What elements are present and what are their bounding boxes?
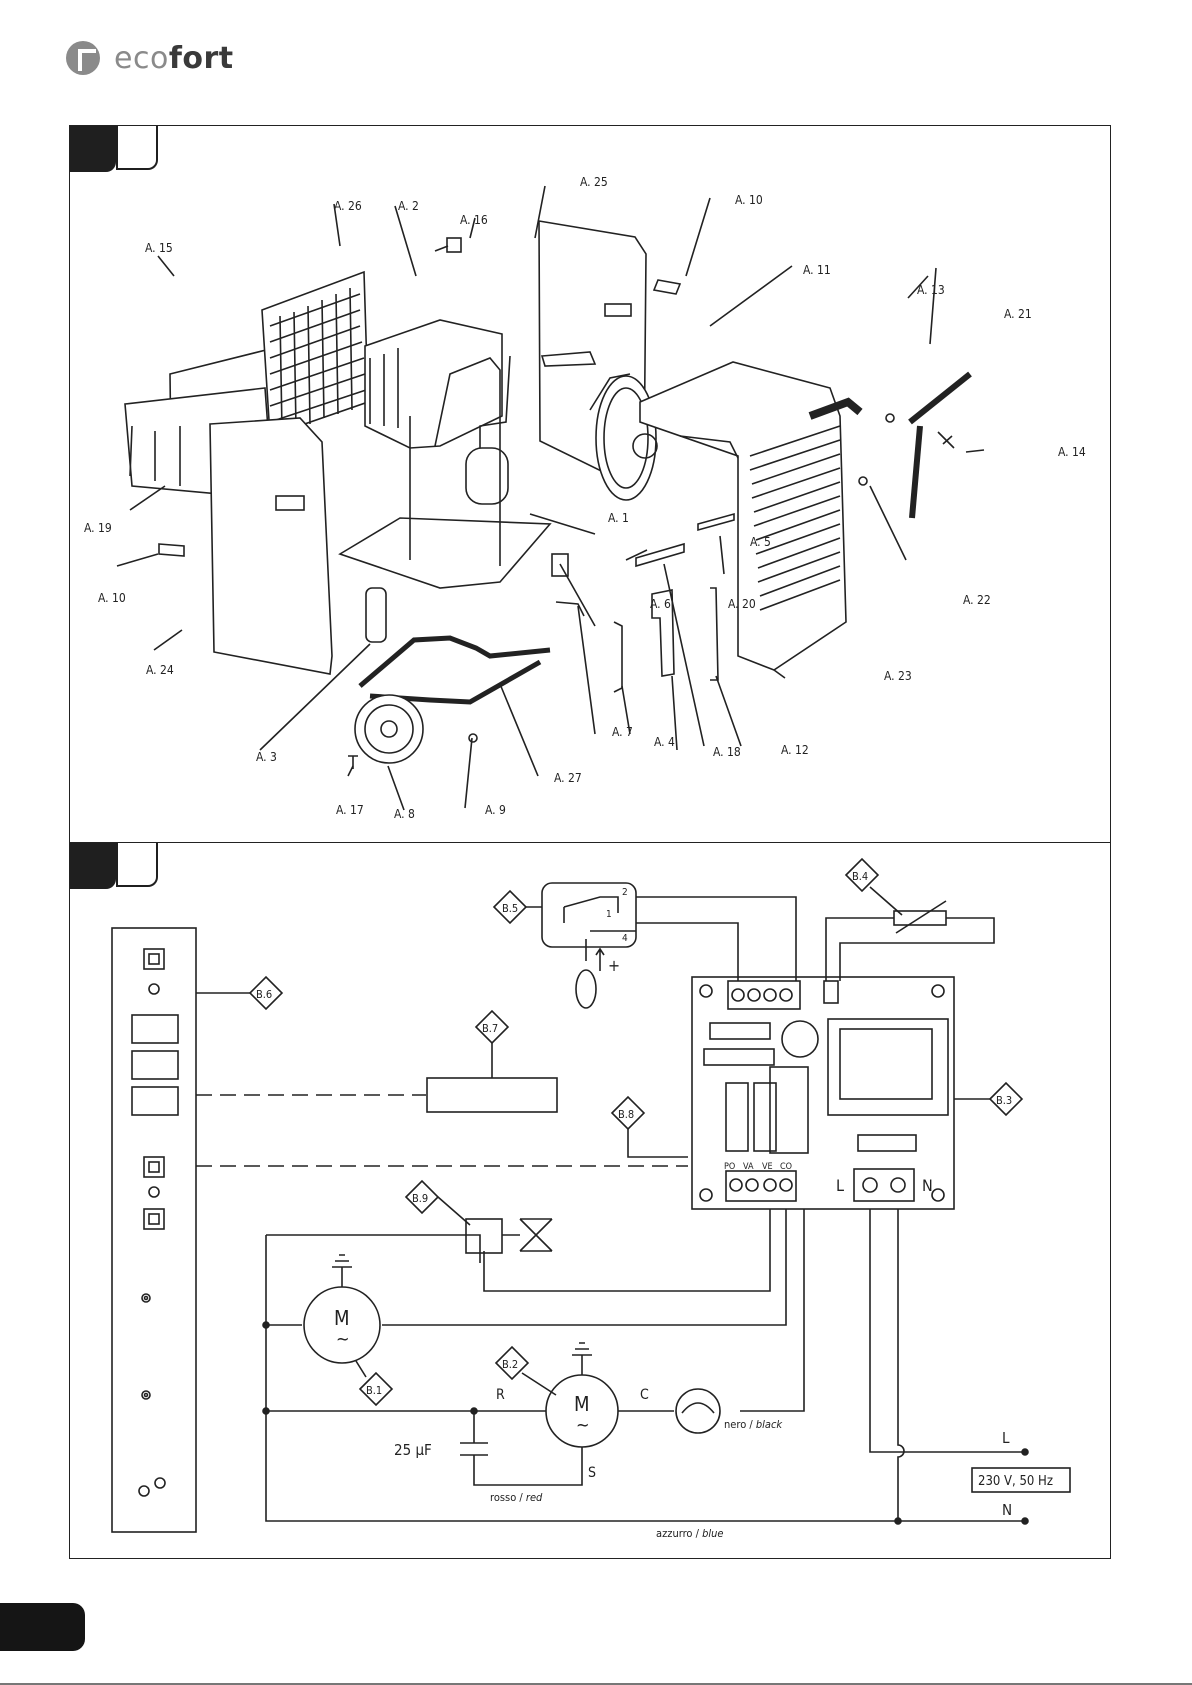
brand-name: ecofort xyxy=(114,40,234,76)
motor-fan-wave: ~ xyxy=(336,1329,350,1350)
callout-a17: A. 17 xyxy=(336,803,364,817)
callout-a4: A. 4 xyxy=(654,735,675,749)
capacitor-label: 25 µF xyxy=(394,1441,432,1459)
callout-b5: B.5 xyxy=(502,902,518,915)
compressor-r: R xyxy=(496,1387,505,1403)
callout-b7: B.7 xyxy=(482,1022,498,1035)
terminal-ve: VE xyxy=(762,1162,773,1172)
relay-pin-4: 4 xyxy=(622,933,628,944)
callout-a18: A. 18 xyxy=(713,745,741,759)
callout-a23: A. 23 xyxy=(884,669,912,683)
callout-b6: B.6 xyxy=(256,988,272,1001)
callout-a12: A. 12 xyxy=(781,743,809,757)
exploded-view-panel: A. 1 A. 2 A. 3 A. 4 A. 5 A. 6 A. 7 A. 8 … xyxy=(69,125,1111,843)
figure-tab-dark xyxy=(70,126,116,172)
supply-n: N xyxy=(1002,1501,1012,1519)
callout-b4: B.4 xyxy=(852,870,868,883)
terminal-co: CO xyxy=(780,1162,792,1172)
callout-a19: A. 19 xyxy=(84,521,112,535)
figure-tab-dark xyxy=(70,843,116,889)
brand-logo-icon xyxy=(66,41,100,75)
wire-red-label: rosso / red xyxy=(490,1491,543,1504)
motor-fan-m: M xyxy=(334,1306,350,1330)
callout-a6: A. 6 xyxy=(650,597,671,611)
supply-rating: 230 V, 50 Hz xyxy=(978,1474,1053,1489)
callout-a5: A. 5 xyxy=(750,535,771,549)
callout-a8: A. 8 xyxy=(394,807,415,821)
callout-a14: A. 14 xyxy=(1058,445,1086,459)
callout-a27: A. 27 xyxy=(554,771,582,785)
terminal-po: PO xyxy=(724,1162,735,1172)
callout-a10-top: A. 10 xyxy=(735,193,763,207)
figure-tab-light xyxy=(116,843,158,887)
page-bottom-rule xyxy=(0,1683,1192,1685)
board-l: L xyxy=(836,1176,844,1195)
callout-a22: A. 22 xyxy=(963,593,991,607)
compressor-wave: ~ xyxy=(576,1415,590,1436)
callout-a24: A. 24 xyxy=(146,663,174,677)
callout-b2: B.2 xyxy=(502,1358,518,1371)
wiring-diagram-panel: B.5 B.6 B.7 B.8 B.9 B.4 B.3 B.1 B.2 2 1 … xyxy=(69,842,1111,1559)
page-number-tab xyxy=(0,1603,85,1651)
terminal-va: VA xyxy=(743,1162,754,1172)
exploded-view-drawing: A. 1 A. 2 A. 3 A. 4 A. 5 A. 6 A. 7 A. 8 … xyxy=(84,175,1086,821)
callout-a26: A. 26 xyxy=(334,199,362,213)
board-n: N xyxy=(922,1176,933,1195)
callout-a10-left: A. 10 xyxy=(98,591,126,605)
wiring-diagram-drawing: B.5 B.6 B.7 B.8 B.9 B.4 B.3 B.1 B.2 2 1 … xyxy=(111,857,1071,1540)
callout-a20: A. 20 xyxy=(728,597,756,611)
relay-pin-1: 1 xyxy=(606,909,612,920)
callout-a21: A. 21 xyxy=(1004,307,1032,321)
callout-b3: B.3 xyxy=(996,1094,1012,1107)
callout-a15: A. 15 xyxy=(145,241,173,255)
callout-a16: A. 16 xyxy=(460,213,488,227)
callout-b9: B.9 xyxy=(412,1192,428,1205)
callout-a13: A. 13 xyxy=(917,283,945,297)
callout-b1: B.1 xyxy=(366,1384,382,1397)
callout-a25: A. 25 xyxy=(580,175,608,189)
wire-blue-label: azzurro / blue xyxy=(656,1527,724,1540)
wire-black-label: nero / black xyxy=(724,1418,783,1431)
filter-grid xyxy=(261,270,369,438)
compressor-s: S xyxy=(588,1465,596,1481)
supply-l: L xyxy=(1002,1429,1010,1447)
brand-logo: ecofort xyxy=(66,38,234,78)
plus-sign: + xyxy=(608,956,620,975)
callout-a3: A. 3 xyxy=(256,750,277,764)
relay-pin-2: 2 xyxy=(622,887,628,898)
callout-a9: A. 9 xyxy=(485,803,506,817)
compressor-m: M xyxy=(574,1392,590,1416)
callout-a2: A. 2 xyxy=(398,199,419,213)
callout-a7: A. 7 xyxy=(612,725,633,739)
callout-a1: A. 1 xyxy=(608,511,629,525)
compressor-c: C xyxy=(640,1387,649,1403)
callout-b8: B.8 xyxy=(618,1108,634,1121)
callout-a11: A. 11 xyxy=(803,263,831,277)
figure-tab-light xyxy=(116,126,158,170)
